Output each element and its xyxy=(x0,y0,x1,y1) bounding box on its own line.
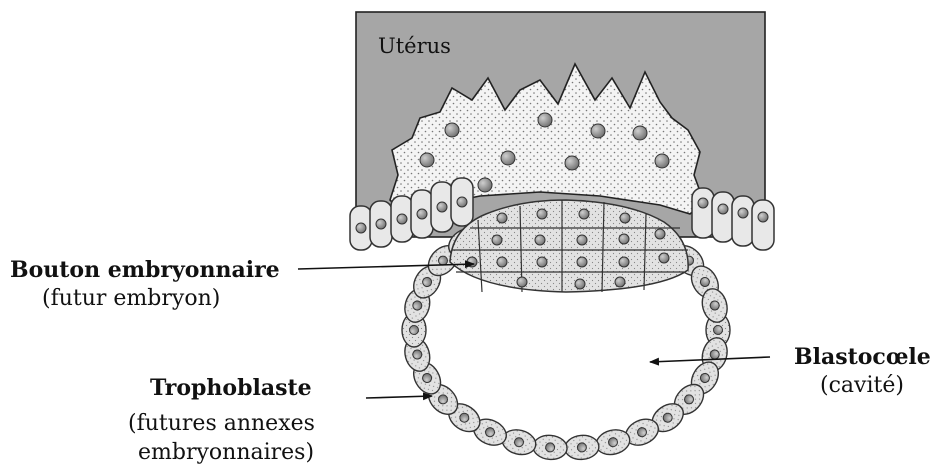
bouton-embryonnaire-label: Bouton embryonnaire xyxy=(10,257,280,283)
blastocoele-sublabel: (cavité) xyxy=(820,373,904,399)
trophoblaste-pointer-line xyxy=(366,396,432,398)
trophoblast-cell xyxy=(564,434,600,461)
uterus-label: Utérus xyxy=(378,33,451,59)
trophoblaste-sublabel-1: (futures annexes xyxy=(128,411,315,437)
bouton-embryonnaire-sublabel: (futur embryon) xyxy=(42,286,220,312)
blastocoele-label: Blastocœle xyxy=(794,344,931,370)
trophoblaste-label: Trophoblaste xyxy=(150,375,312,401)
trophoblaste-sublabel-2: embryonnaires) xyxy=(138,440,314,466)
trophoblast-cell xyxy=(532,434,568,461)
